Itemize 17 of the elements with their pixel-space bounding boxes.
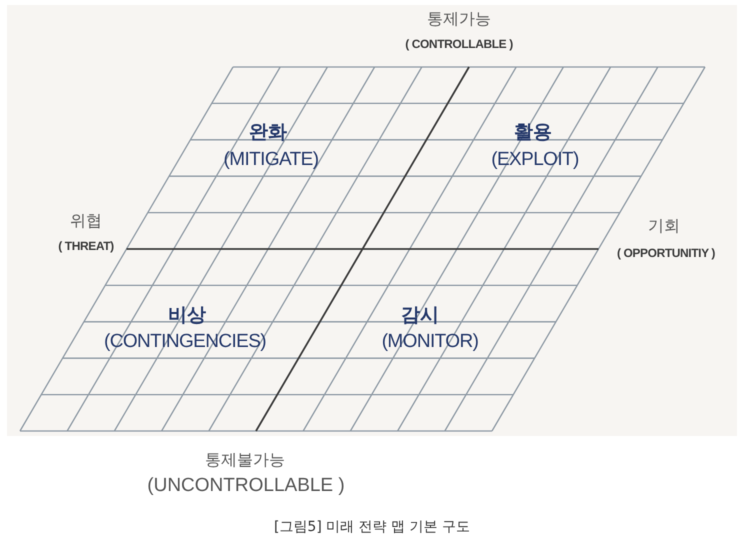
quadrant-subtitle: (EXPLOIT)	[491, 149, 579, 171]
axis-label: (UNCONTROLLABLE )	[147, 475, 345, 497]
quadrant-title: 비상	[168, 305, 206, 327]
axis-label: 위협	[70, 212, 102, 230]
axis-label: ( OPPORTUNITIY )	[616, 247, 716, 261]
quadrant-subtitle: (MONITOR)	[382, 331, 478, 353]
axis-label: 통제불가능	[205, 450, 285, 470]
axis-label: 기회	[648, 216, 680, 236]
axis-label: 통제가능	[427, 10, 491, 28]
quadrant-subtitle: (CONTINGENCIES)	[104, 331, 266, 353]
figure-caption: [그림5] 미래 전략 맵 기본 구도	[274, 518, 470, 536]
quadrant-title: 활용	[514, 122, 552, 144]
quadrant-title: 완화	[249, 122, 287, 144]
quadrant-subtitle: (MITIGATE)	[224, 149, 318, 171]
axis-label: ( CONTROLLABLE )	[405, 38, 513, 52]
quadrant-title: 감시	[401, 305, 439, 327]
axis-label: ( THREAT)	[58, 240, 114, 254]
